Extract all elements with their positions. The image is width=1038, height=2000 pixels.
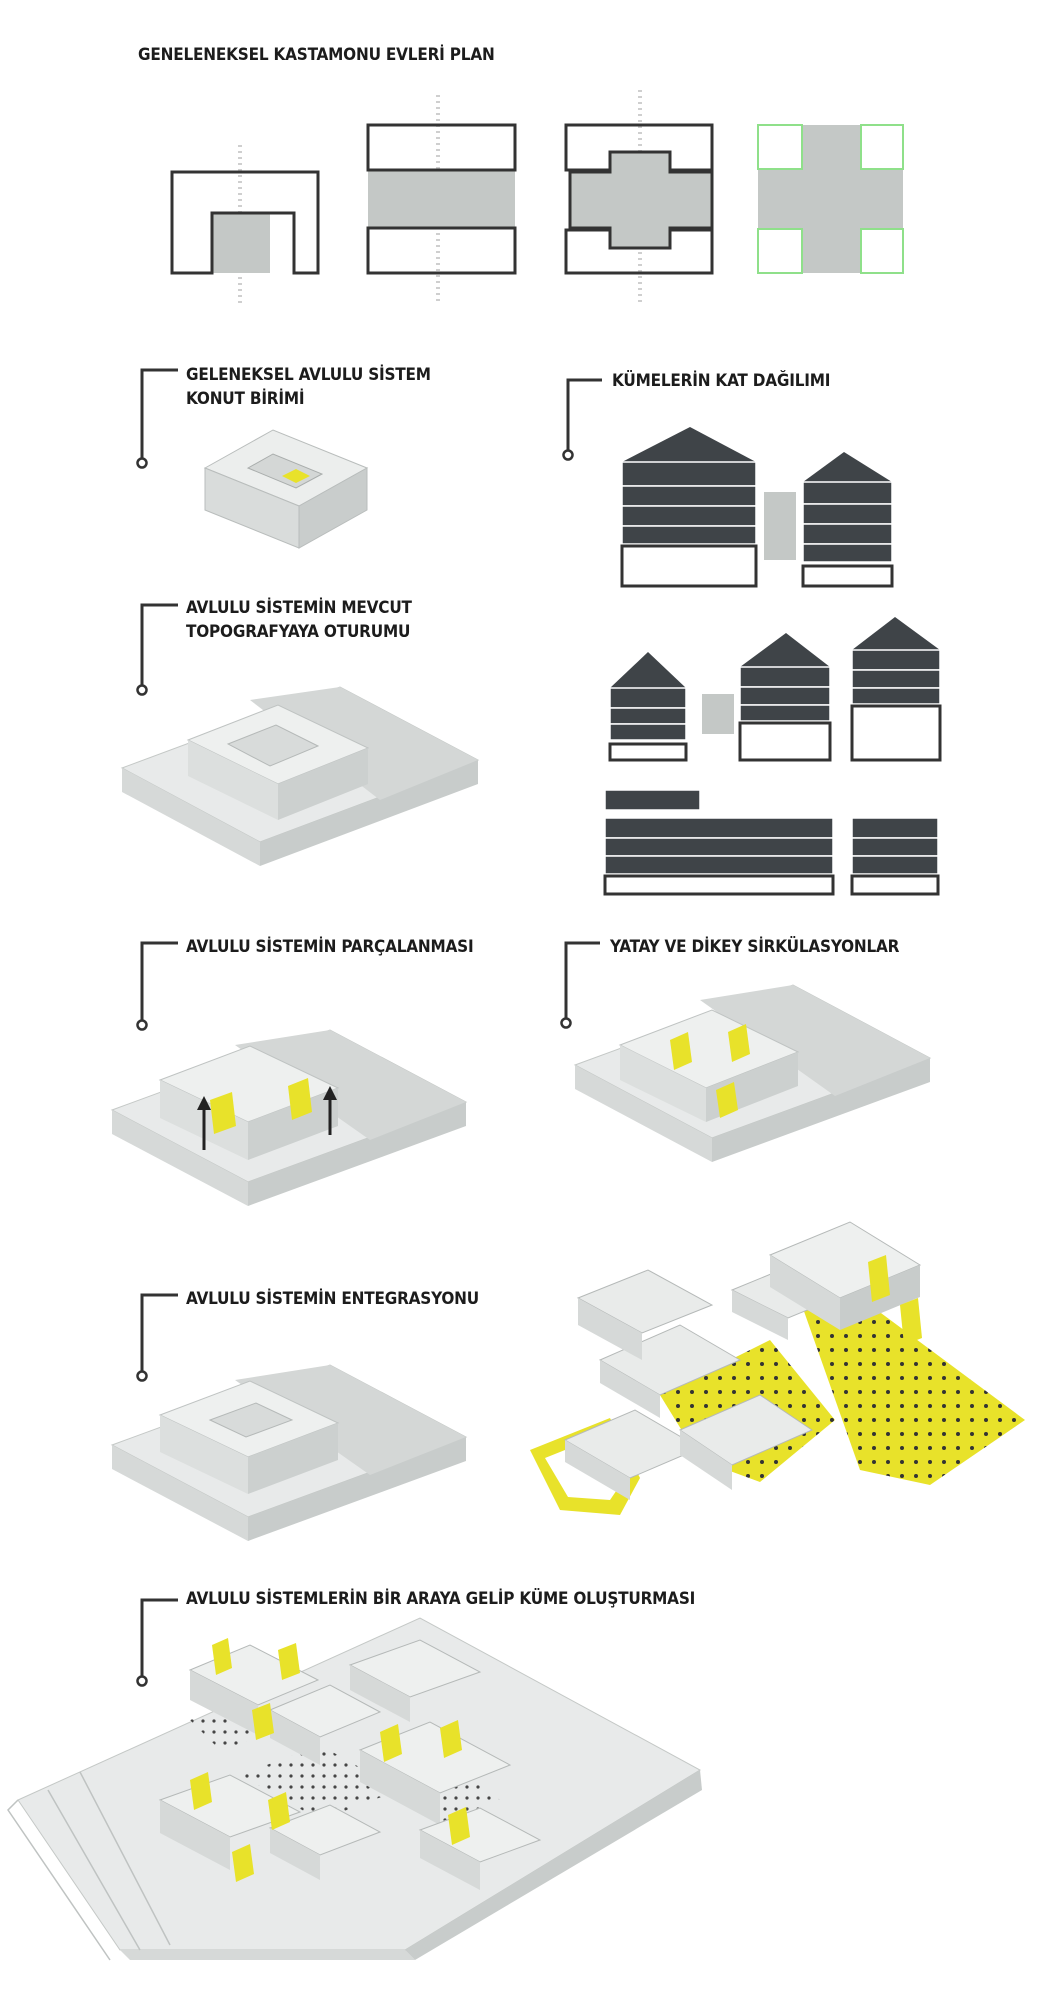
plan-diagram-1 [170,145,320,305]
step-leader-4 [136,941,178,1031]
section-diagram-c [603,789,940,896]
step-leader-5 [560,941,600,1029]
circulation-model [573,984,932,1162]
courtyard-unit-block [203,429,369,549]
step-leader-6 [136,1293,178,1382]
step-label-2: KÜMELERİN KAT DAĞILIMI [612,369,830,391]
step-label-4: AVLULU SİSTEMİN PARÇALANMASI [186,935,473,957]
section-diagram-a [620,427,894,588]
step-leader-3 [136,603,178,696]
topography-model-1 [120,686,480,866]
step-label-7: AVLULU SİSTEMLERİN BİR ARAYA GELİP KÜME … [186,1587,695,1609]
step-leader-7 [136,1598,178,1687]
step-leader-2 [562,378,602,461]
step-label-6: AVLULU SİSTEMİN ENTEGRASYONU [186,1287,479,1309]
step-label-3a: AVLULU SİSTEMİN MEVCUT [186,596,413,618]
cluster-integration-model [530,1221,1025,1515]
integration-model [110,1364,468,1541]
plan-diagram-4 [757,124,904,274]
diagram-title: GENELENEKSEL KASTAMONU EVLERİ PLAN [138,43,495,65]
section-diagram-b [608,617,942,762]
step-label-3b: TOPOGRAFYAYA OTURUMU [186,622,410,642]
step-label-1b: KONUT BİRİMİ [186,387,304,409]
plan-diagram-2 [366,95,517,305]
step-leader-1 [136,368,178,469]
step-label-1a: GELENEKSEL AVLULU SİSTEM [186,363,431,385]
step-label-5: YATAY VE DİKEY SİRKÜLASYONLAR [609,935,900,957]
cluster-formation-model [7,1617,702,1961]
fragmentation-model [110,1029,468,1206]
plan-diagram-3 [564,90,714,305]
